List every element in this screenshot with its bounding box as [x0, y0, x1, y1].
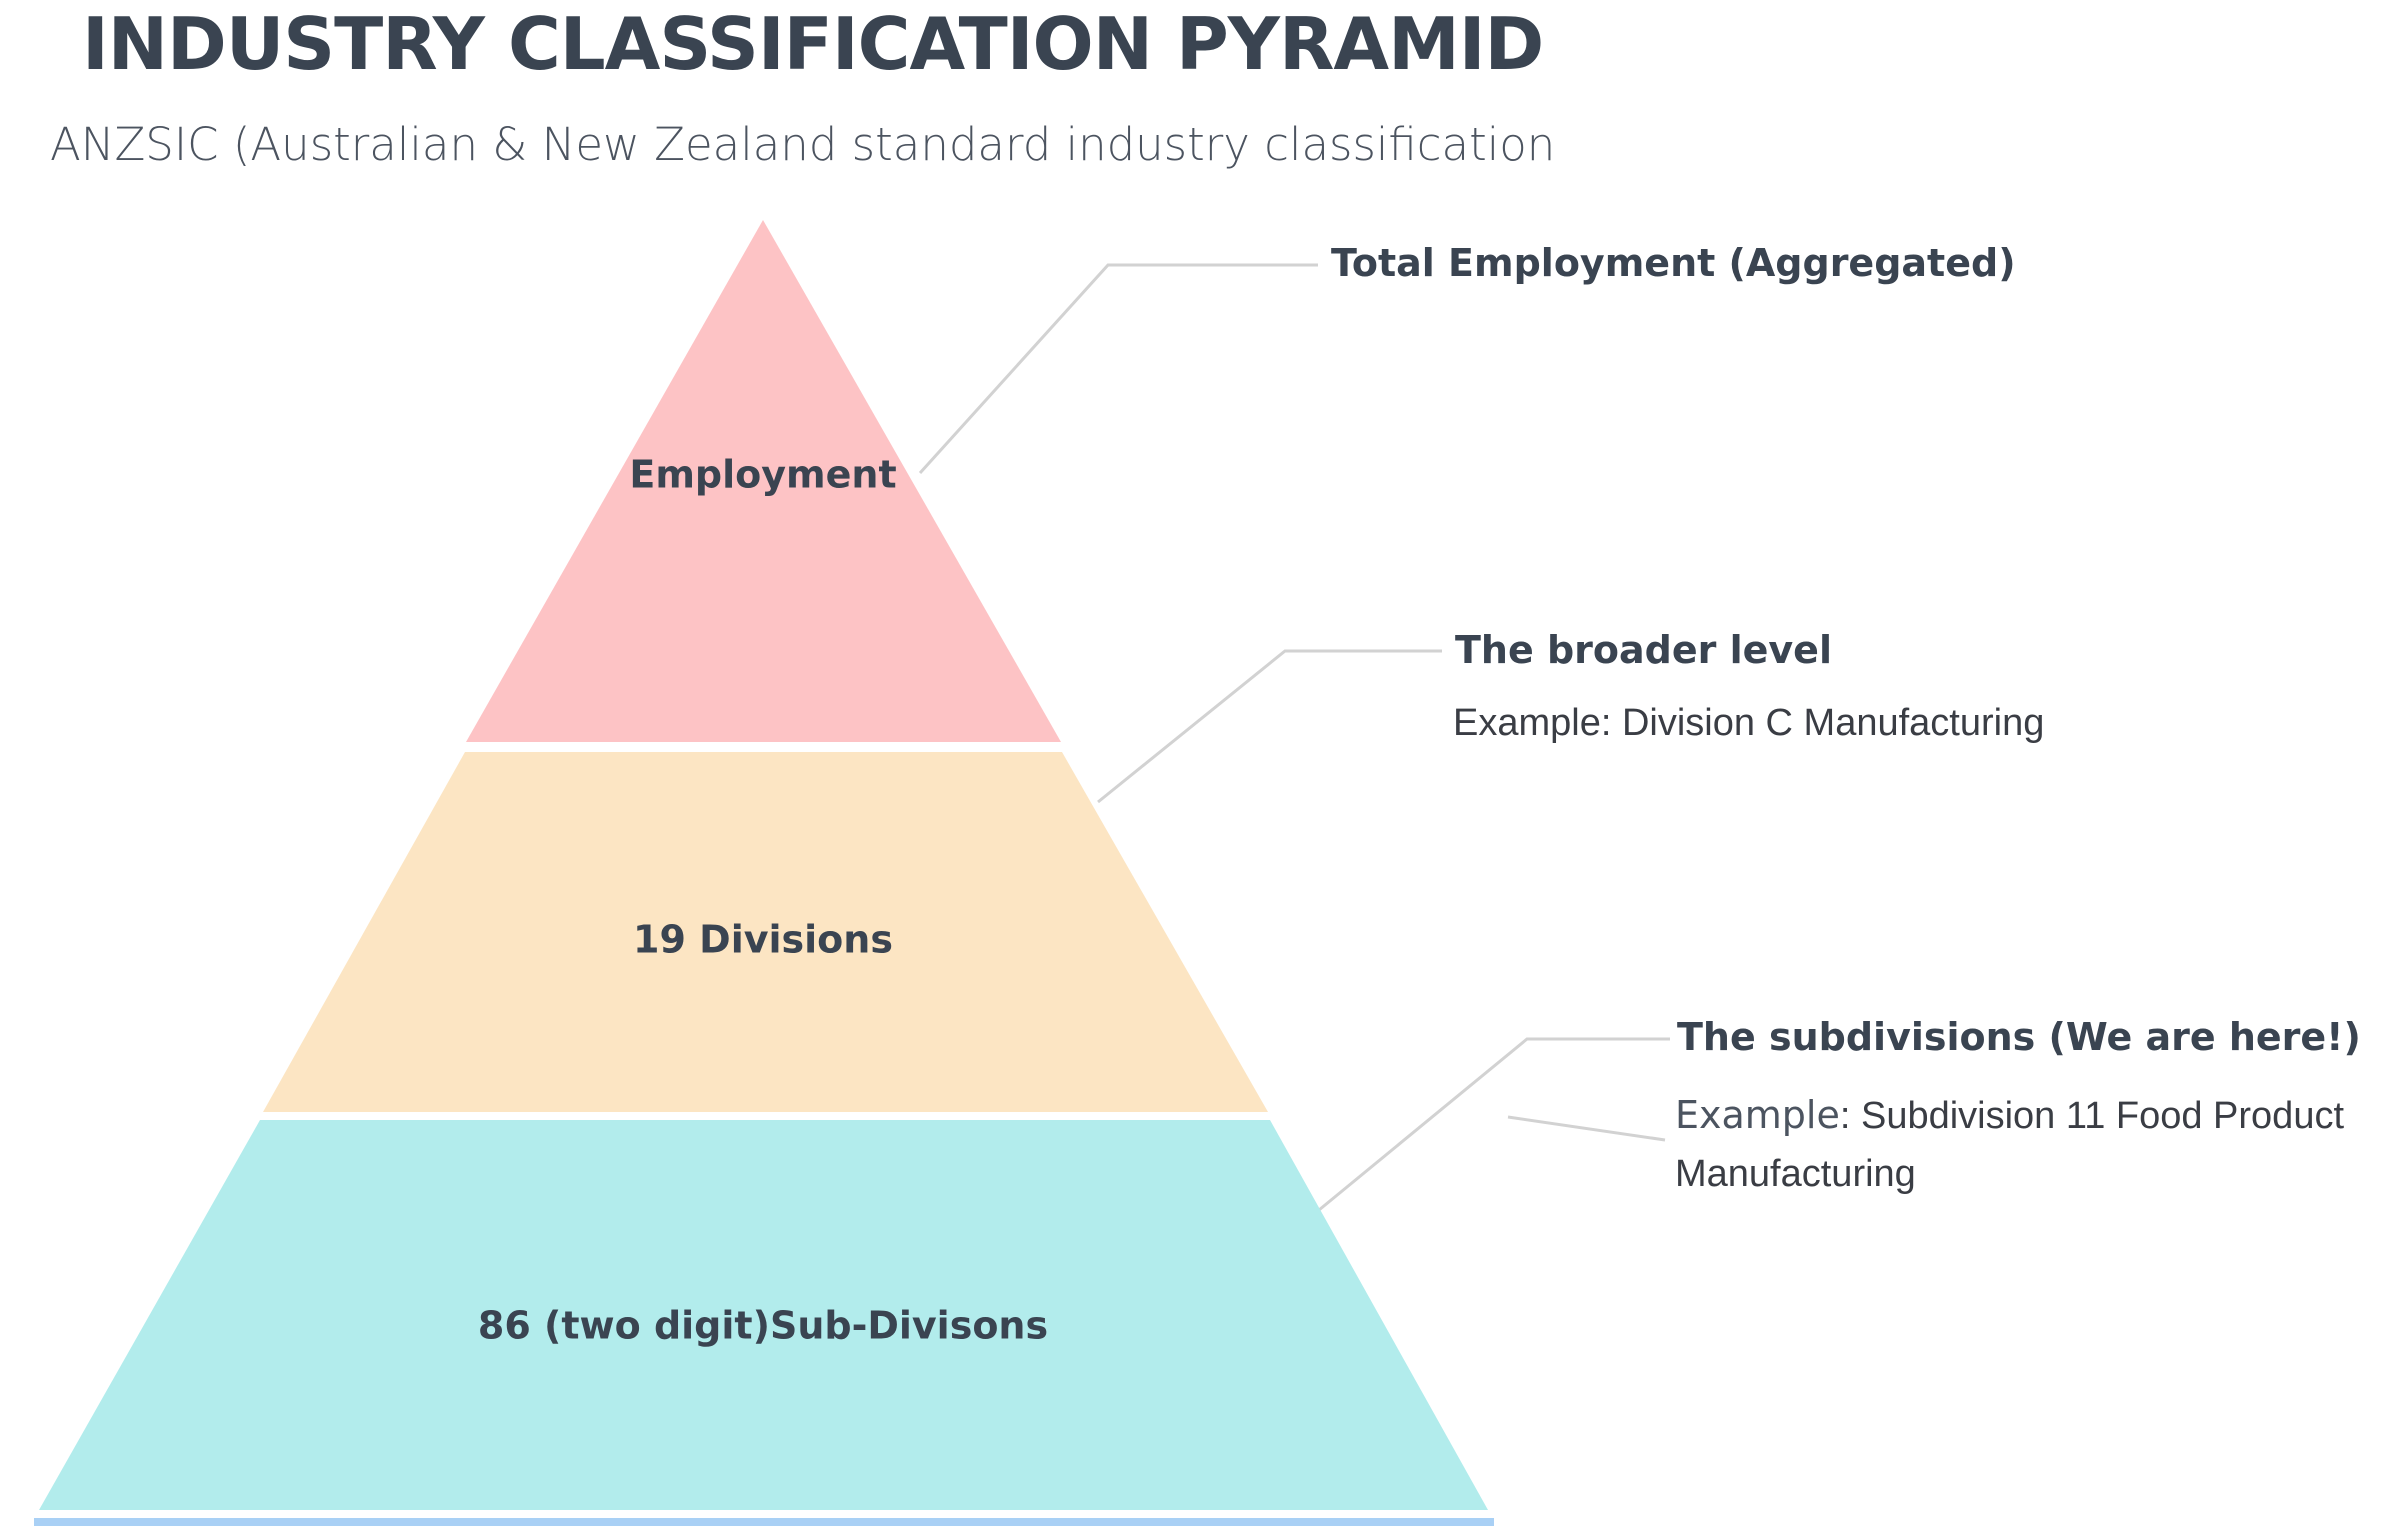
connector-line-employment	[918, 263, 1318, 475]
pyramid-tier-subdivisions	[39, 1120, 1488, 1510]
annotation-title-divisions: The broader level	[1455, 628, 1832, 672]
page-subtitle: ANZSIC (Australian & New Zealand standar…	[50, 118, 1556, 171]
page-title: INDUSTRY CLASSIFICATION PYRAMID	[82, 2, 1544, 86]
annotation-example-divisions: Example: Division C Manufacturing	[1453, 702, 2045, 744]
pyramid-tier-employment	[466, 220, 1061, 742]
tier-label-employment: Employment	[629, 453, 896, 497]
tier-label-divisions: 19 Divisions	[633, 918, 893, 962]
connector-line-example	[1507, 1115, 1666, 1142]
tier-label-subdivisions: 86 (two digit)Sub-Divisons	[478, 1304, 1048, 1348]
connector-line-subdivisions	[1318, 1037, 1670, 1212]
annotation-example-subdivisions: Example: Subdivision 11 Food Product Man…	[1675, 1086, 2375, 1203]
annotation-example-prefix: Example	[1675, 1093, 1840, 1137]
annotation-title-subdivisions: The subdivisions (We are here!)	[1677, 1015, 2361, 1059]
pyramid-tier-divisions	[263, 752, 1268, 1112]
pyramid-tier-next	[34, 1518, 1494, 1526]
annotation-example-text: : Subdivision 11 Food Product Manufactur…	[1675, 1095, 2345, 1195]
connector-line-divisions	[1097, 649, 1442, 804]
annotation-title-employment: Total Employment (Aggregated)	[1331, 241, 2016, 285]
